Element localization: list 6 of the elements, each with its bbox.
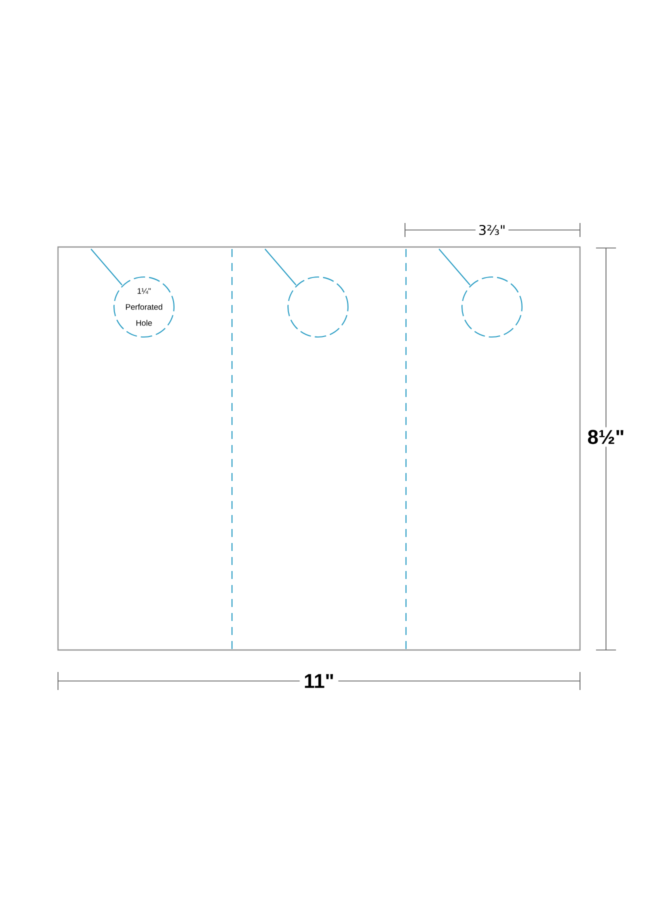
dimension-label: 8½" (584, 427, 628, 447)
dimension-label: 11" (300, 670, 338, 692)
perforated-hole: 1¼" Perforated Hole (113, 276, 175, 338)
dimension-label: 3⅔" (476, 222, 508, 238)
perforated-hole (287, 276, 349, 338)
perforated-hole (461, 276, 523, 338)
